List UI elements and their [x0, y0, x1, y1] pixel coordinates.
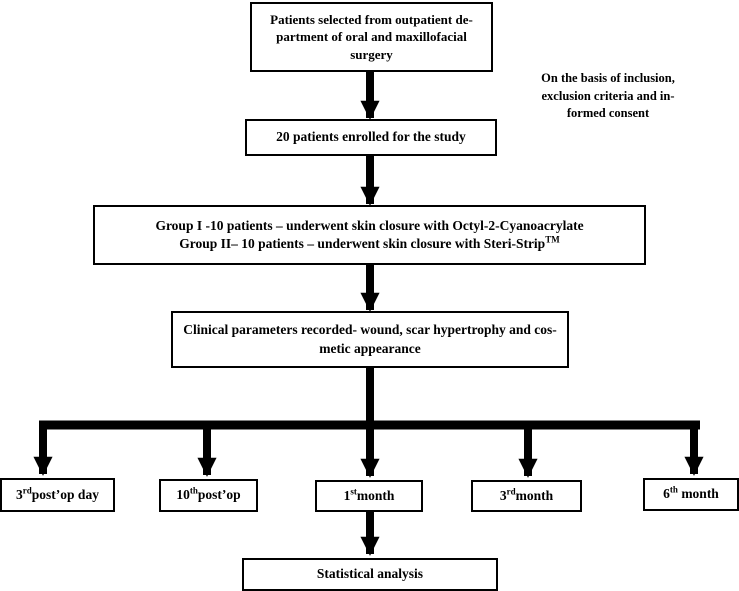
followup-month6-label: 6th month [663, 485, 719, 503]
group2-line: Group II– 10 patients – underwent skin c… [179, 235, 559, 253]
note-line-1: On the basis of inclusion, [541, 71, 675, 85]
month1-text: month [356, 487, 395, 503]
day3-text: post’op day [31, 486, 99, 502]
month6-number: 6 [663, 486, 670, 502]
followup-day3-label: 3rdpost’op day [16, 486, 99, 504]
day10-suffix: th [189, 485, 198, 496]
month6-suffix: th [669, 484, 678, 495]
analysis-text: Statistical analysis [316, 566, 424, 582]
selection-line-1: Patients selected from outpatient de- [270, 11, 473, 27]
groups-box: Group I -10 patients – underwent skin cl… [93, 205, 646, 265]
followup-day3-box: 3rdpost’op day [0, 478, 115, 512]
followup-day10-label: 10thpost’op [176, 486, 240, 504]
followup-month1-box: 1stmonth [315, 480, 423, 512]
followup-month1-label: 1stmonth [344, 487, 395, 505]
enrolled-text: 20 patients enrolled for the study [276, 129, 466, 145]
followup-month3-box: 3rdmonth [471, 480, 582, 512]
month3-suffix: rd [506, 486, 516, 497]
enrolled-box: 20 patients enrolled for the study [245, 119, 497, 156]
parameters-line-1: Clinical parameters recorded- wound, sca… [183, 322, 557, 338]
month3-text: month [515, 487, 554, 503]
month1-number: 1 [343, 487, 351, 503]
day3-suffix: rd [22, 485, 32, 496]
criteria-note: On the basis of inclusion, exclusion cri… [518, 70, 698, 123]
day3-number: 3 [16, 486, 23, 502]
month1-suffix: st [350, 486, 357, 497]
trademark-mark: TM [545, 234, 560, 245]
month3-number: 3 [499, 487, 507, 503]
note-line-2: exclusion criteria and in- [541, 88, 675, 103]
followup-month6-box: 6th month [643, 478, 739, 511]
selection-line-3: surgery [350, 46, 393, 62]
parameters-line-2: metic appearance [319, 340, 421, 356]
followup-month3-label: 3rdmonth [500, 487, 553, 505]
month6-text: month [677, 486, 719, 502]
clinical-parameters-box: Clinical parameters recorded- wound, sca… [171, 311, 569, 368]
patient-selection-box: Patients selected from outpatient de- pa… [250, 2, 493, 72]
group2-text: Group II– 10 patients – underwent skin c… [179, 236, 546, 251]
day10-text: post’op [197, 487, 241, 503]
day10-number: 10 [176, 487, 190, 503]
note-line-3: formed consent [566, 106, 650, 120]
followup-day10-box: 10thpost’op [159, 479, 258, 512]
statistical-analysis-box: Statistical analysis [242, 558, 498, 591]
selection-line-2: partment of oral and maxillofacial [276, 29, 467, 45]
group1-text: Group I -10 patients – underwent skin cl… [155, 217, 584, 233]
